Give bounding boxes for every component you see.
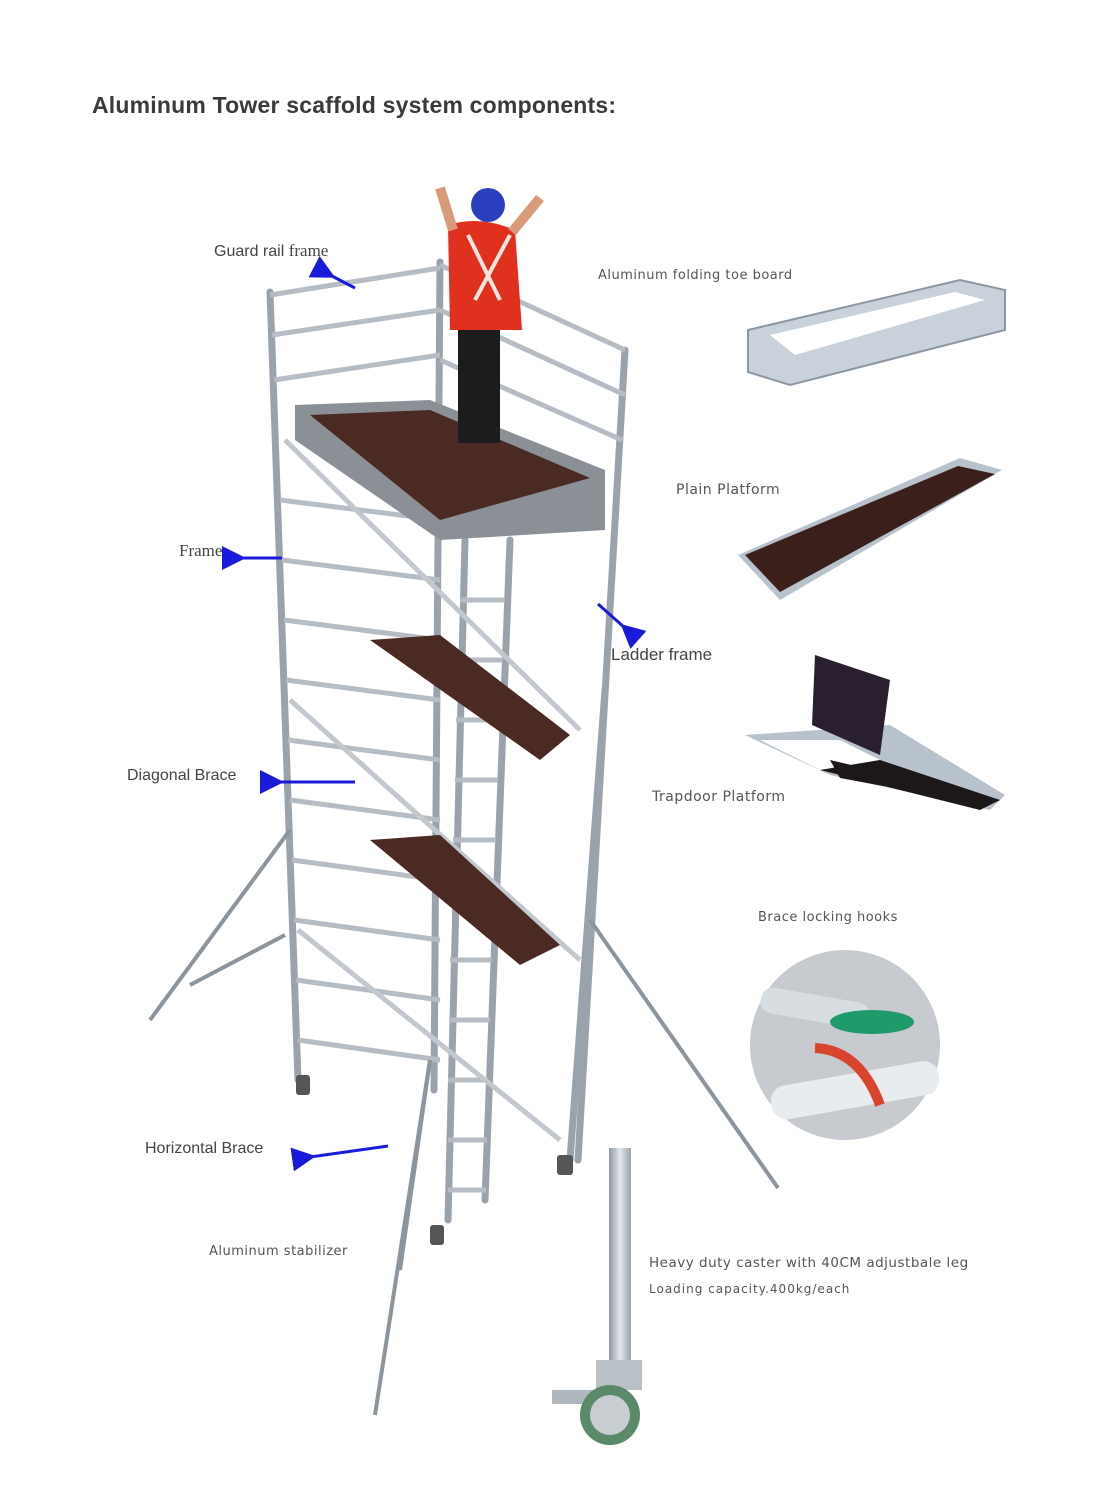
label-plain-platform: Plain Platform — [676, 482, 781, 498]
brace-locking-hooks-image — [750, 950, 940, 1140]
trapdoor-platform-image — [745, 655, 1005, 810]
platforms — [295, 400, 605, 965]
label-horizontal-brace: Horizontal Brace — [145, 1140, 264, 1157]
label-diagonal-brace: Diagonal Brace — [127, 767, 237, 784]
label-caster-description: Heavy duty caster with 40CM adjustbale l… — [649, 1255, 969, 1271]
label-aluminum-stabilizer: Aluminum stabilizer — [209, 1244, 348, 1259]
page-title: Aluminum Tower scaffold system component… — [92, 92, 617, 118]
label-ladder-frame: Ladder frame — [611, 645, 713, 664]
label-frame-text: frame — [288, 241, 329, 260]
plain-platform-image — [738, 458, 1002, 600]
toe-board-image — [747, 278, 1006, 387]
label-guard-rail-frame: Guard rail frame — [214, 241, 328, 261]
caster-leg-image — [552, 1148, 642, 1445]
label-brace-locking-hooks: Brace locking hooks — [758, 910, 898, 925]
label-guard-rail-text: Guard rail — [214, 243, 285, 260]
worker — [435, 186, 544, 443]
label-loading-capacity: Loading capacity.400kg/each — [649, 1282, 851, 1296]
label-trapdoor-platform: Trapdoor Platform — [652, 789, 786, 805]
label-toe-board: Aluminum folding toe board — [598, 268, 793, 283]
label-frame: Frame — [179, 541, 223, 560]
